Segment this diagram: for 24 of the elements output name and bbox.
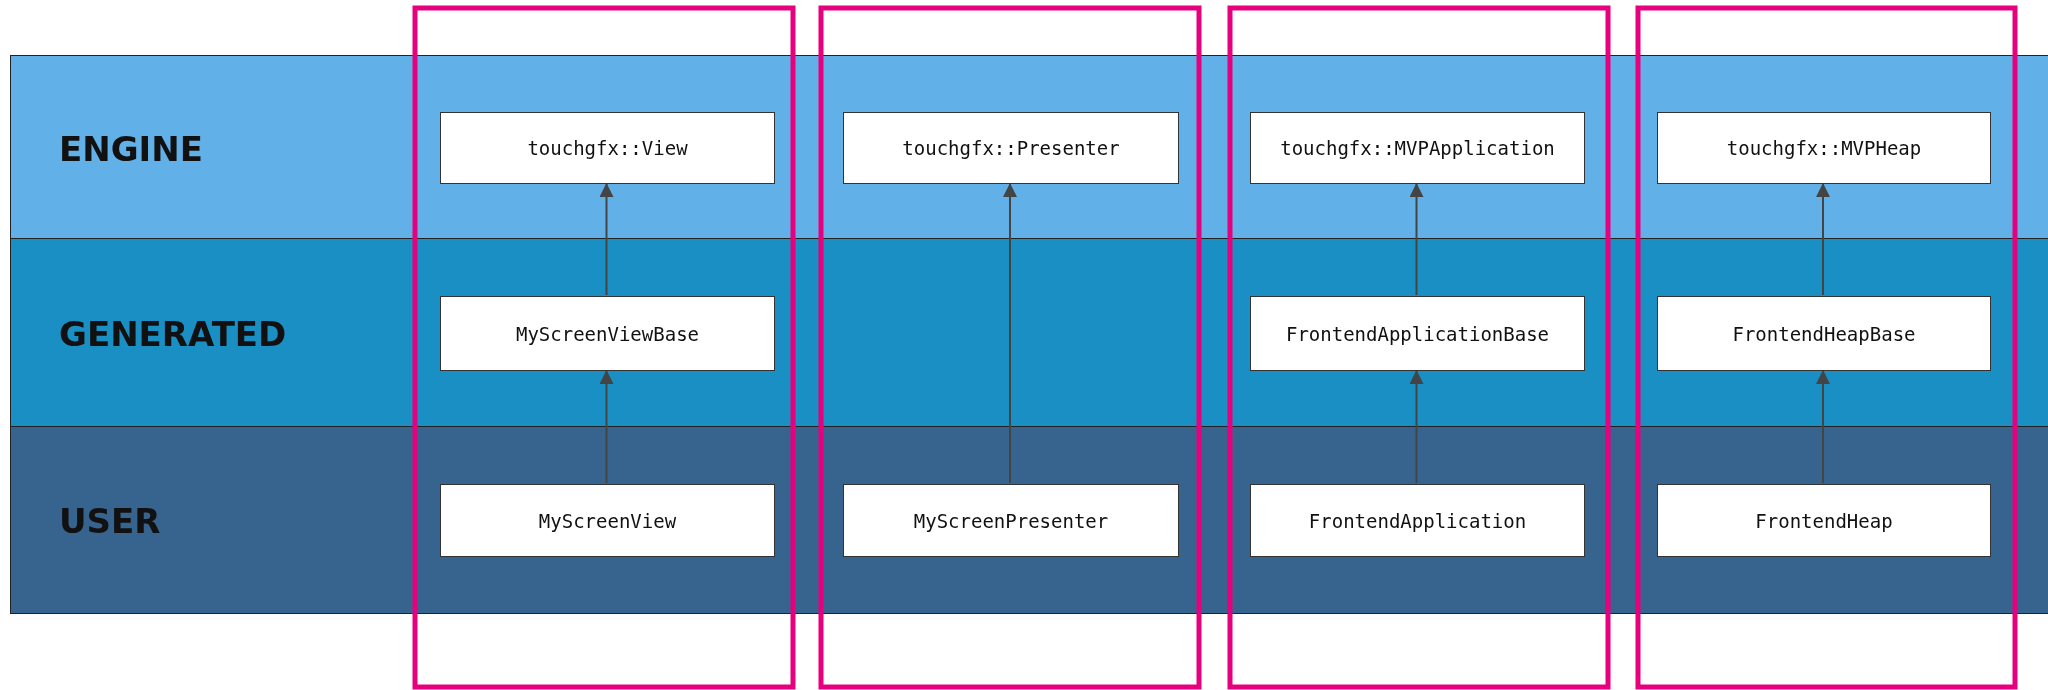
layer-label: ENGINE: [59, 128, 203, 169]
class-box: MyScreenPresenter: [843, 484, 1179, 557]
layer-band: [10, 238, 2048, 428]
class-box: touchgfx::MVPHeap: [1657, 112, 1991, 184]
class-box: touchgfx::Presenter: [843, 112, 1179, 184]
arrow: [1409, 182, 1424, 296]
arrow: [1003, 182, 1017, 484]
arrow: [599, 369, 614, 484]
class-box: FrontendHeapBase: [1657, 296, 1991, 371]
class-box: touchgfx::MVPApplication: [1250, 112, 1585, 184]
layer-label: GENERATED: [59, 314, 287, 354]
class-box: MyScreenView: [440, 484, 775, 557]
layer-band: [10, 426, 2048, 614]
arrow: [1816, 369, 1830, 484]
class-box: FrontendApplicationBase: [1250, 296, 1585, 371]
layer-band: [10, 55, 2048, 240]
arrow: [599, 182, 614, 296]
arrow: [1816, 182, 1830, 296]
layer-label: USER: [59, 501, 161, 541]
class-box: FrontendApplication: [1250, 484, 1585, 557]
class-box: MyScreenViewBase: [440, 296, 775, 371]
class-box: FrontendHeap: [1657, 484, 1991, 557]
class-box: touchgfx::View: [440, 112, 775, 184]
arrow: [1409, 369, 1424, 484]
